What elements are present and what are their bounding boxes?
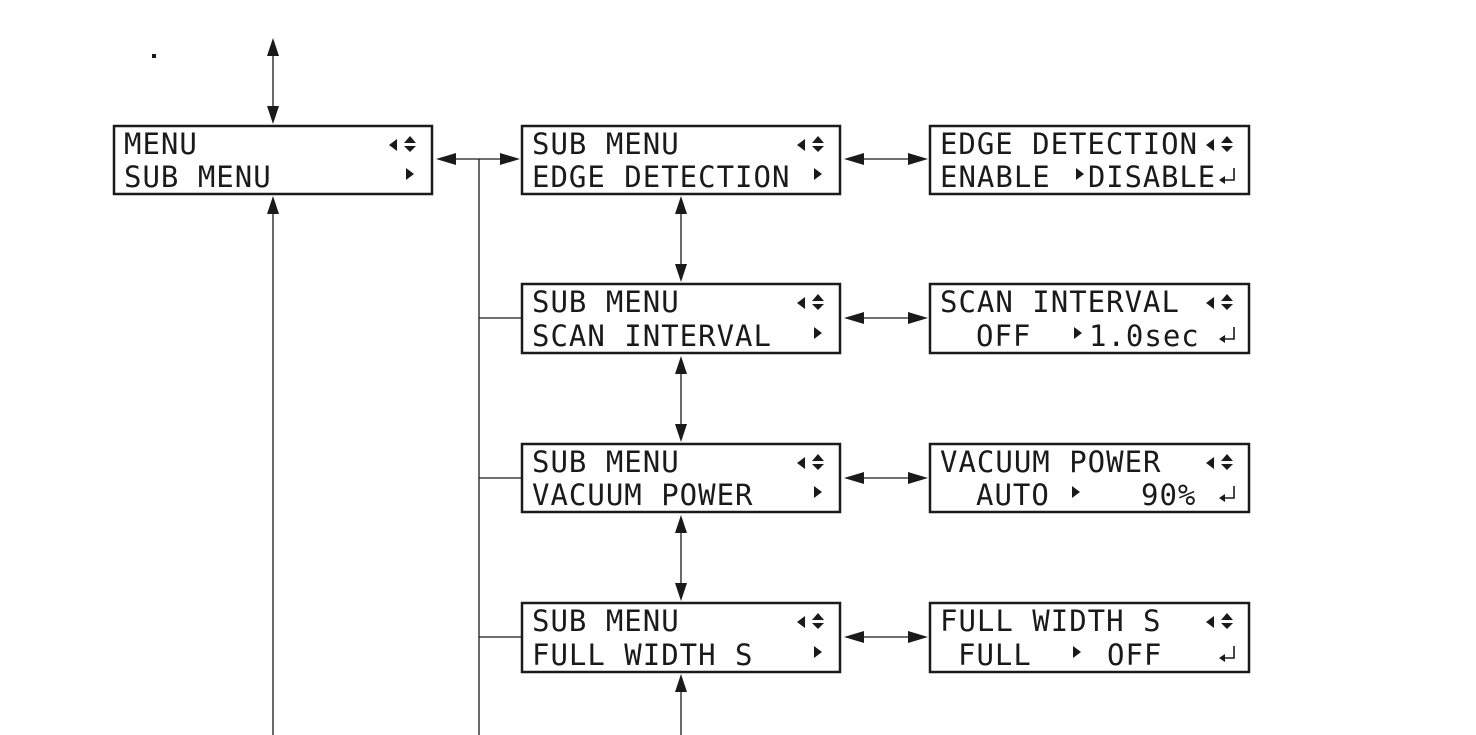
left-arrow-and-up-down-arrow-icon bbox=[389, 136, 416, 152]
lcd-line1: FULL WIDTH S bbox=[940, 604, 1162, 638]
lcd-line1: VACUUM POWER bbox=[940, 445, 1162, 479]
option-left: AUTO bbox=[976, 478, 1050, 512]
lcd-line2: FULL WIDTH S bbox=[532, 638, 754, 672]
right-arrow-icon bbox=[1073, 646, 1081, 658]
lcd-line1: SUB MENU bbox=[532, 445, 680, 479]
connector-vacuum-setting bbox=[844, 472, 928, 484]
lcd-line1: SUB MENU bbox=[532, 127, 680, 161]
right-arrow-icon bbox=[406, 168, 414, 180]
right-arrow-icon bbox=[1072, 486, 1080, 498]
left-arrow-and-up-down-arrow-icon bbox=[797, 454, 824, 470]
option-right: DISABLE bbox=[1088, 160, 1216, 194]
arrowhead-down bbox=[675, 424, 687, 442]
enter-icon bbox=[1219, 646, 1235, 662]
lcd-line1: SUB MENU bbox=[532, 285, 680, 319]
lcd-screen-setting-full-width-s: FULL WIDTH S FULL OFF bbox=[928, 601, 1251, 674]
option-left: FULL bbox=[958, 638, 1032, 672]
left-arrow-and-up-down-arrow-icon bbox=[1206, 294, 1233, 310]
lcd-line2: SCAN INTERVAL bbox=[532, 319, 772, 353]
enter-icon bbox=[1219, 168, 1235, 184]
connector-scan-setting bbox=[844, 312, 928, 324]
option-right: OFF bbox=[1107, 638, 1162, 672]
stray-dot bbox=[152, 54, 156, 58]
option-right: 1.0sec bbox=[1089, 319, 1200, 353]
connector-edge-setting bbox=[844, 153, 928, 165]
lcd-line1: SCAN INTERVAL bbox=[940, 285, 1180, 319]
left-arrow-and-up-down-arrow-icon bbox=[1206, 136, 1233, 152]
right-arrow-icon bbox=[814, 327, 822, 339]
lcd-line2: SUB MENU bbox=[124, 160, 272, 194]
connector-full-setting bbox=[844, 631, 928, 643]
lcd-line1: SUB MENU bbox=[532, 604, 680, 638]
arrowhead-left bbox=[436, 153, 456, 165]
arrowhead-up bbox=[675, 674, 687, 692]
option-left: OFF bbox=[976, 319, 1031, 353]
lcd-line1: MENU bbox=[124, 127, 198, 161]
right-arrow-icon bbox=[1076, 168, 1084, 180]
right-arrow-icon bbox=[814, 486, 822, 498]
left-arrow-and-up-down-arrow-icon bbox=[797, 613, 824, 629]
enter-icon bbox=[1219, 327, 1235, 343]
arrowhead-right bbox=[500, 153, 520, 165]
lcd-screen-submenu-vacuum-power: SUB MENU VACUUM POWER bbox=[520, 442, 842, 514]
lcd-screen-submenu-full-width-s: SUB MENU FULL WIDTH S bbox=[520, 601, 842, 674]
lcd-screen-submenu-edge-detection: SUB MENU EDGE DETECTION bbox=[520, 124, 842, 196]
option-left: ENABLE bbox=[940, 160, 1051, 194]
left-arrow-and-up-down-arrow-icon bbox=[1206, 613, 1233, 629]
right-arrow-icon bbox=[1074, 327, 1082, 339]
left-arrow-and-up-down-arrow-icon bbox=[797, 294, 824, 310]
left-arrow-and-up-down-arrow-icon bbox=[1206, 454, 1233, 470]
lcd-screen-setting-edge-detection: EDGE DETECTION ENABLE DISABLE bbox=[928, 124, 1251, 196]
arrowhead-up bbox=[675, 515, 687, 533]
lcd-screen-setting-scan-interval: SCAN INTERVAL OFF 1.0sec bbox=[928, 282, 1251, 355]
lcd-line2: VACUUM POWER bbox=[532, 478, 754, 512]
arrowhead-up bbox=[675, 356, 687, 374]
lcd-screen-menu: MENU SUB MENU bbox=[112, 124, 434, 196]
right-arrow-icon bbox=[814, 168, 822, 180]
right-arrow-icon bbox=[814, 646, 822, 658]
arrowhead-down bbox=[267, 106, 279, 124]
option-right: 90% bbox=[1141, 478, 1196, 512]
arrowhead-down bbox=[675, 583, 687, 601]
arrowhead-up bbox=[675, 196, 687, 214]
lcd-line1: EDGE DETECTION bbox=[940, 127, 1198, 161]
arrowhead-up bbox=[267, 196, 279, 214]
left-arrow-and-up-down-arrow-icon bbox=[797, 136, 824, 152]
enter-icon bbox=[1219, 486, 1235, 502]
arrowhead-down bbox=[675, 264, 687, 282]
lcd-screen-submenu-scan-interval: SUB MENU SCAN INTERVAL bbox=[520, 282, 842, 355]
arrowhead-up bbox=[267, 38, 279, 56]
lcd-line2: EDGE DETECTION bbox=[532, 160, 790, 194]
lcd-screen-setting-vacuum-power: VACUUM POWER AUTO 90% bbox=[928, 442, 1251, 514]
